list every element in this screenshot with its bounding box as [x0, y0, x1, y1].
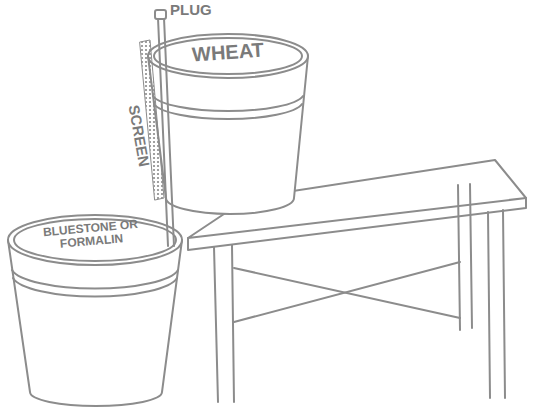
solution-tub	[8, 215, 182, 406]
drain-pipe	[155, 10, 174, 246]
plug-label: PLUG	[170, 2, 240, 18]
